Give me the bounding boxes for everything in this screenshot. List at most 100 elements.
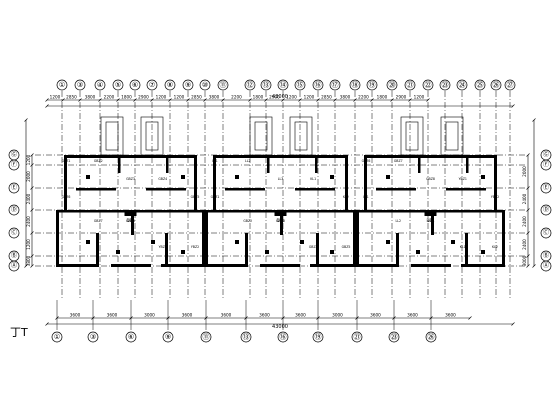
- stair-label: DT1: [276, 218, 285, 223]
- axis-bubble: [540, 227, 552, 239]
- dim-tick: [186, 98, 190, 102]
- dim-tick: [298, 98, 302, 102]
- dim-label: 2850: [66, 95, 77, 100]
- axis-bubble-label: Ⓔ: [11, 184, 17, 192]
- bay-inner: [254, 121, 268, 151]
- dim-tick: [248, 98, 252, 102]
- axis-bubble-label: ⑥: [132, 81, 138, 89]
- wall-label: GBZ3: [126, 177, 135, 181]
- axis-bubble: [217, 79, 229, 91]
- axis-bubble-label: Ⓓ: [11, 206, 17, 214]
- shear-wall: [267, 155, 270, 173]
- wall-label: GBZ5: [342, 245, 351, 249]
- dim-tick: [316, 316, 320, 320]
- dim-label: 2850: [191, 95, 202, 100]
- axis-bubble: [388, 331, 400, 343]
- dim-tick: [45, 104, 49, 108]
- shear-wall: [86, 240, 90, 244]
- axis-bubble: [94, 79, 106, 91]
- axis-bubble: [125, 331, 137, 343]
- shear-wall: [364, 155, 367, 210]
- axis-bubble: [8, 159, 20, 171]
- dim-label: 2400: [522, 239, 527, 250]
- wall-label: GBZ7: [94, 219, 103, 223]
- axis-bubble: [294, 79, 306, 91]
- wall-label: LL2: [395, 219, 401, 223]
- dim-tick: [168, 98, 172, 102]
- axis-bubble-label: ⑯: [315, 81, 322, 89]
- dim-tick: [429, 316, 433, 320]
- wall-label: GBZ8: [426, 177, 435, 181]
- wall-label: GBZ2: [94, 159, 103, 163]
- dim-tick: [468, 316, 472, 320]
- dim-label: 1200: [174, 95, 185, 100]
- wall-label: GBZ2: [243, 219, 252, 223]
- axis-bubble: [504, 79, 516, 91]
- stair-label: DT1: [126, 218, 135, 223]
- axis-bubble-label: ⑩: [202, 81, 208, 89]
- wall-label: GBZ4: [309, 245, 318, 249]
- dim-tick: [129, 316, 133, 320]
- axis-bubble: [277, 331, 289, 343]
- shear-wall: [56, 210, 59, 267]
- dim-tick: [45, 322, 49, 326]
- axis-bubble-label: ⑭: [280, 81, 287, 89]
- shear-wall: [56, 264, 96, 267]
- shear-wall: [356, 264, 396, 267]
- dim-label: 2400: [522, 193, 527, 204]
- axis-bubble-label: Ⓔ: [543, 184, 549, 192]
- dim-label: 3600: [70, 313, 81, 318]
- wall-label: LL1: [363, 195, 369, 199]
- bay-outline: [140, 116, 164, 156]
- axis-bubble-label: Ⓖ: [543, 151, 549, 159]
- shear-wall: [64, 155, 197, 158]
- dim-tick: [30, 208, 34, 212]
- dim-tick: [24, 264, 28, 268]
- wall-label: GBZ6: [362, 159, 371, 163]
- wall-label: KL1: [310, 177, 316, 181]
- shear-wall: [300, 240, 304, 244]
- dim-tick: [281, 98, 285, 102]
- axis-bubble-label: ⑥: [128, 333, 134, 341]
- shear-wall: [316, 233, 319, 267]
- axis-bubble: [199, 79, 211, 91]
- axis-bubble-label: ⑬: [263, 81, 270, 89]
- axis-bubble: [200, 331, 212, 343]
- dim-tick: [244, 316, 248, 320]
- axis-bubble: [312, 79, 324, 91]
- axis-bubble-label: ㉖: [428, 333, 435, 341]
- axis-bubble-label: ⑬: [243, 333, 250, 341]
- axis-bubble-label: ㉑: [354, 333, 361, 341]
- dim-label: 2850: [321, 95, 332, 100]
- shear-wall: [225, 188, 265, 191]
- dim-tick: [221, 98, 225, 102]
- axis-bubble: [240, 331, 252, 343]
- axis-bubble-label: ⑮: [297, 81, 304, 89]
- shear-wall: [418, 155, 421, 173]
- dim-label: 3600: [445, 313, 456, 318]
- wall-label: YBZ2: [191, 245, 199, 249]
- shear-wall: [124, 210, 137, 216]
- axis-bubble-label: ⑳: [389, 81, 396, 89]
- dim-tick: [30, 186, 34, 190]
- wall-label: GBZ1: [211, 195, 220, 199]
- shear-wall: [131, 210, 134, 235]
- axis-bubble-label: Ⓕ: [543, 161, 549, 169]
- dim-tick: [203, 98, 207, 102]
- axis-bubble-label: ⑧: [167, 81, 173, 89]
- axis-bubble: [164, 79, 176, 91]
- axis-bubble: [386, 79, 398, 91]
- axis-bubble-label: ⑤: [115, 81, 121, 89]
- axis-bubble-label: ⑨: [185, 81, 191, 89]
- axis-bubble: [146, 79, 158, 91]
- dim-tick: [264, 98, 268, 102]
- dim-tick: [30, 231, 34, 235]
- axis-bubble: [312, 331, 324, 343]
- dim-tick: [408, 98, 412, 102]
- shear-wall: [86, 175, 90, 179]
- shear-wall: [386, 175, 390, 179]
- dim-tick: [370, 98, 374, 102]
- dim-tick: [316, 98, 320, 102]
- dim-tick: [281, 316, 285, 320]
